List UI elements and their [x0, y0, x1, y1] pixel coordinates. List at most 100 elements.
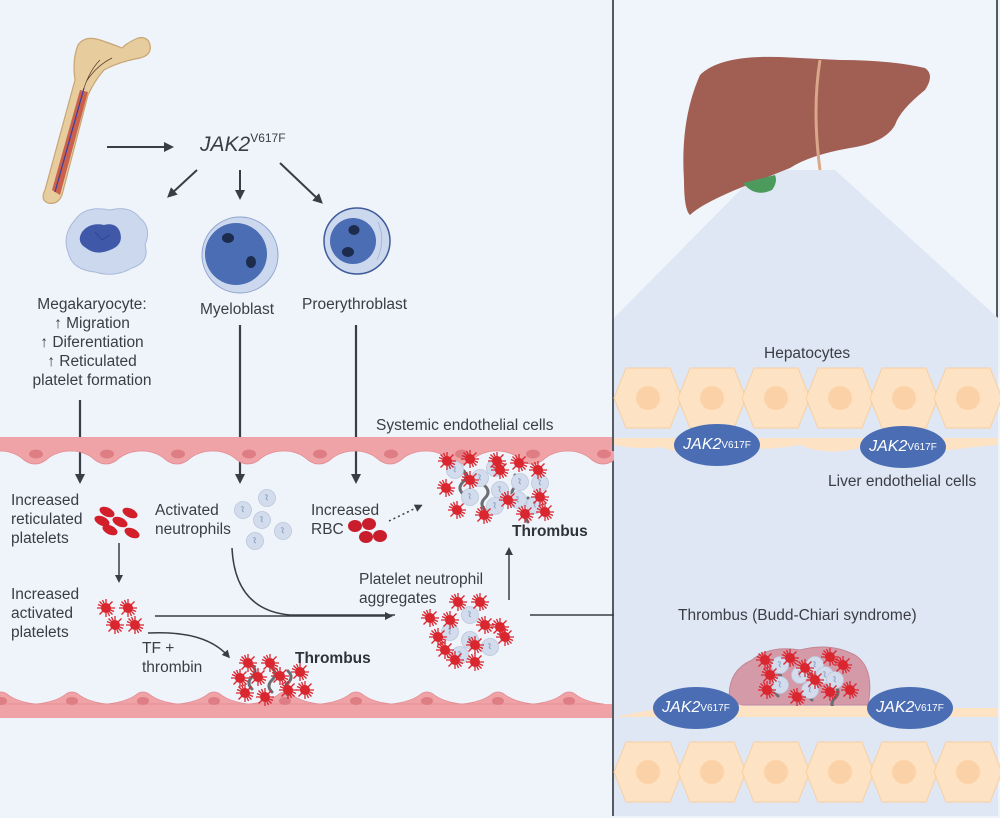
arrow-jak2-to-megakaryocyte [167, 169, 198, 198]
platelet [495, 627, 515, 647]
increased-rbc-label: Increased RBC [311, 502, 380, 538]
platelet [820, 682, 840, 702]
platelet [535, 502, 555, 522]
endothelial-cell [212, 449, 285, 465]
arrow-neutrophils-to-aggregates [231, 547, 395, 616]
endothelial-cell [0, 449, 72, 465]
thrombus-upper-label: Thrombus [512, 523, 588, 540]
femur-bone-icon [42, 37, 151, 204]
hepatocyte-cell [613, 367, 683, 429]
systemic-endothelial-label: Systemic endothelial cells [376, 417, 554, 434]
platelet [420, 608, 440, 628]
platelet [840, 680, 860, 700]
endothelial-cell [0, 691, 37, 705]
tf-thrombin-label: TF + thrombin [142, 640, 203, 676]
platelet [757, 680, 777, 700]
platelet [474, 505, 494, 525]
platelet [490, 460, 510, 480]
platelet [760, 665, 780, 685]
hepatocyte-cell [677, 367, 747, 429]
budd-chiari-label: Thrombus (Budd-Chiari syndrome) [678, 607, 917, 624]
platelet [248, 667, 268, 687]
platelet [509, 453, 529, 473]
platelet [460, 449, 480, 469]
endothelial-cell [496, 449, 569, 465]
hepatocyte-cell [677, 741, 747, 803]
liver-icon [683, 56, 930, 216]
hepatocyte-cell [869, 741, 939, 803]
platelet [235, 683, 255, 703]
platelet [437, 451, 457, 471]
liver-endothelial-label: Liver endothelial cells [828, 473, 977, 490]
platelet [278, 680, 298, 700]
endothelial-cell [35, 691, 108, 705]
arrow-jak2-to-proerythroblast [279, 162, 323, 204]
endothelial-cell [106, 691, 179, 705]
platelet [475, 615, 495, 635]
myeloblast-label: Myeloblast [200, 301, 275, 318]
platelet [755, 650, 775, 670]
neutrophil [511, 473, 529, 491]
platelet [460, 470, 480, 490]
endothelial-cell [283, 449, 356, 465]
platelet [230, 668, 250, 688]
endothelial-cell [177, 691, 250, 705]
hepatocyte-cell [613, 741, 683, 803]
endothelial-cell [425, 449, 498, 465]
endothelial-cell [461, 691, 534, 705]
platelet [270, 666, 290, 686]
platelet [295, 680, 315, 700]
endothelial-cell [354, 449, 427, 465]
platelet [787, 687, 807, 707]
endothelial-cell [532, 691, 605, 705]
myeloblast-icon [201, 216, 279, 294]
hepatocyte-cell [805, 741, 875, 803]
platelet [820, 647, 840, 667]
neutrophil [481, 638, 499, 656]
neutrophil [461, 488, 479, 506]
platelet [447, 500, 467, 520]
reticulated-platelets-icon [94, 506, 140, 539]
aggregates-label: Platelet neutrophil aggregates [359, 571, 484, 607]
hepatocyte-cell [805, 367, 875, 429]
hepatocyte-cell [869, 367, 939, 429]
platelet [440, 610, 460, 630]
proerythroblast-label: Proerythroblast [302, 296, 408, 313]
hepatocyte-cell [933, 367, 1000, 429]
proerythroblast-icon [323, 207, 391, 275]
hepatocytes-label: Hepatocytes [764, 345, 851, 362]
reticulated-platelets-label: Increased reticulated platelets [11, 492, 83, 547]
activated-neutrophils-icon [234, 489, 292, 550]
platelet [498, 490, 518, 510]
platelet [435, 640, 455, 660]
zoom-cone [614, 170, 998, 816]
hepatocyte-cell [933, 741, 1000, 803]
arrow-tf-thrombin [147, 631, 230, 659]
platelet [428, 627, 448, 647]
activated-neutrophils-label: Activated neutrophils [155, 502, 231, 538]
neutrophil [461, 606, 479, 624]
platelet [465, 635, 485, 655]
hepatocyte-cell [741, 741, 811, 803]
endothelial-cell [141, 449, 214, 465]
platelet [255, 687, 275, 707]
systemic-endothelium-top [0, 437, 640, 465]
platelet [528, 460, 548, 480]
endothelial-cell [390, 691, 463, 705]
rbc-icon [348, 518, 387, 543]
hepatocyte-cell [741, 367, 811, 429]
platelet [260, 653, 280, 673]
activated-platelets-icon [96, 598, 145, 635]
systemic-endothelium-bottom [0, 691, 612, 718]
platelet [436, 478, 456, 498]
endothelial-cell [319, 691, 392, 705]
platelet [465, 652, 485, 672]
platelet [805, 670, 825, 690]
jak2-mutation-label: JAK2V617F [200, 131, 286, 156]
platelet [833, 655, 853, 675]
